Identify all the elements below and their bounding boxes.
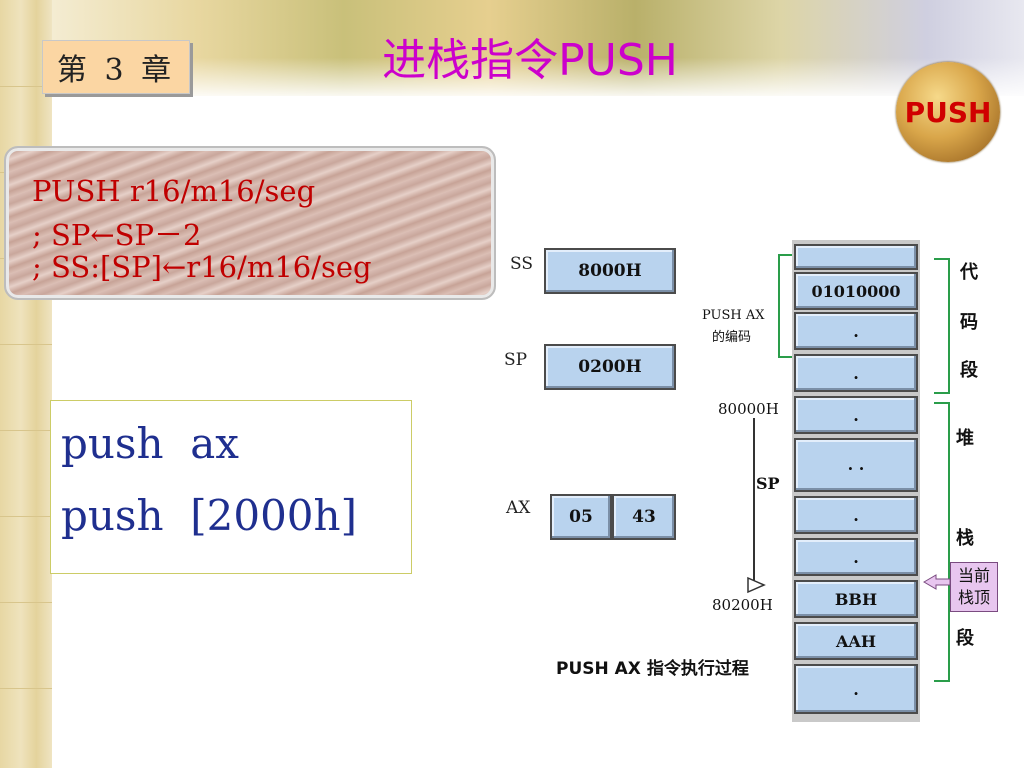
stack-top-label-line2: 栈顶 (957, 588, 990, 607)
stack-top-arrow-icon (923, 574, 951, 590)
sp-register-label: SP (504, 350, 528, 370)
code-segment-char: 段 (960, 360, 978, 381)
ax-register-label: AX (506, 498, 531, 518)
push-encoding-label: PUSH AX (702, 308, 765, 323)
memory-cell: . (794, 538, 918, 576)
stack-top-label: 当前 栈顶 (950, 562, 998, 612)
syntax-line-1: PUSH r16/m16/seg (32, 174, 316, 208)
memory-cell: 01010000 (794, 272, 918, 310)
address-top-label: 80000H (718, 400, 779, 418)
code-segment-char: 码 (960, 312, 978, 333)
code-segment-char: 代 (960, 262, 978, 283)
stack-top-label-line1: 当前 (957, 566, 990, 585)
memory-cell: . (794, 354, 918, 392)
ax-high-byte: 05 (550, 494, 612, 540)
memory-cell: . (794, 396, 918, 434)
code-segment-bracket (934, 258, 950, 394)
memory-cell (794, 244, 918, 270)
memory-cell: . . (794, 438, 918, 492)
encoding-bracket (778, 254, 792, 358)
ss-register-label: SS (510, 254, 533, 274)
address-bottom-label: 80200H (712, 596, 773, 614)
ss-register-value: 8000H (544, 248, 676, 294)
push-badge-icon: PUSH (896, 62, 1000, 162)
example-line-1: push ax (61, 419, 239, 468)
syntax-panel: PUSH r16/m16/seg ; SP←SP－2 ; SS:[SP]←r16… (4, 146, 496, 300)
diagram-caption: PUSH AX 指令执行过程 (556, 659, 749, 679)
memory-cell: . (794, 312, 918, 350)
stack-segment-char: 堆 (956, 428, 974, 449)
stack-segment-char: 栈 (956, 528, 974, 549)
stack-segment-char: 段 (956, 628, 974, 649)
page-title: 进栈指令PUSH (382, 35, 678, 86)
memory-cell: . (794, 496, 918, 534)
sp-range-arrow (747, 418, 766, 594)
example-line-2: push [2000h] (61, 491, 357, 540)
syntax-line-2: ; SP←SP－2 (32, 218, 202, 252)
memory-cell: AAH (794, 622, 918, 660)
left-decorative-strip (0, 0, 52, 768)
sp-marker-label: SP (756, 474, 780, 493)
sp-register-value: 0200H (544, 344, 676, 390)
push-encoding-label-sub: 的编码 (712, 330, 752, 345)
memory-cell: . (794, 664, 918, 714)
memory-cell: BBH (794, 580, 918, 618)
syntax-line-3: ; SS:[SP]←r16/m16/seg (32, 250, 372, 284)
stack-segment-bracket (934, 402, 950, 682)
ax-low-byte: 43 (612, 494, 676, 540)
example-panel: push ax push [2000h] (50, 400, 412, 574)
chapter-label: 第 3 章 (42, 40, 190, 94)
top-decorative-banner (52, 0, 1024, 96)
